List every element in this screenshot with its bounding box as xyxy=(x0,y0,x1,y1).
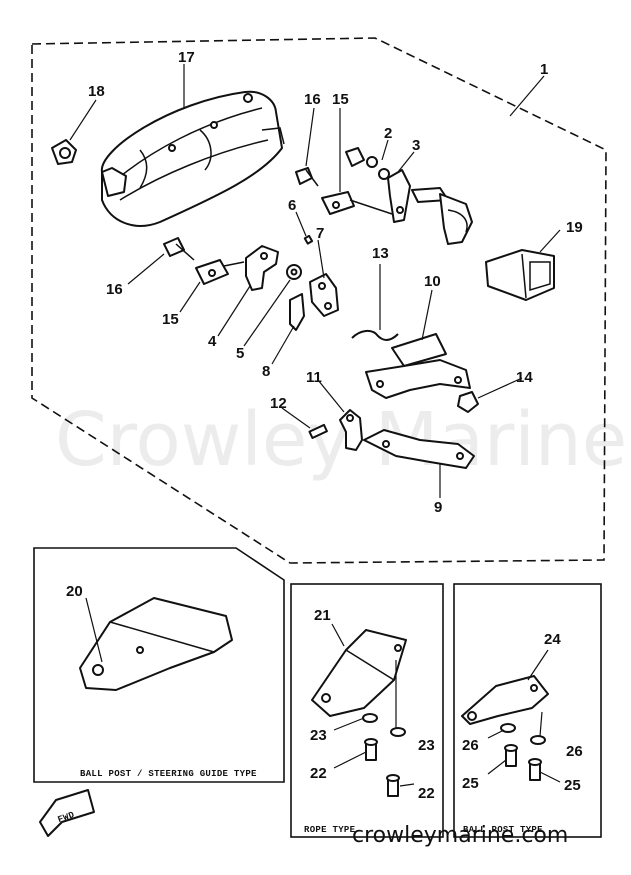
part-15-joint-upper xyxy=(321,191,393,215)
part-20-bracket xyxy=(79,597,233,691)
callout-25-right: 25 xyxy=(564,777,581,794)
callout-24: 24 xyxy=(544,631,561,648)
fwd-arrow-icon: FWD xyxy=(39,789,95,837)
callout-15-lower: 15 xyxy=(162,311,179,328)
part-7-lever xyxy=(309,273,339,317)
switch-cable-end xyxy=(411,187,473,245)
callout-11: 11 xyxy=(306,369,322,386)
callout-5: 5 xyxy=(236,345,244,362)
part-22-bolts-rope xyxy=(364,738,400,797)
part-23-washers-rope xyxy=(362,713,406,737)
leader-lines-rope xyxy=(331,623,415,787)
part-12-pin xyxy=(308,423,328,440)
callout-18: 18 xyxy=(88,83,105,100)
callout-23-right: 23 xyxy=(418,737,435,754)
part-17-housing xyxy=(100,90,285,227)
callout-8: 8 xyxy=(262,363,270,380)
part-16-clip-lower xyxy=(163,237,195,261)
caption-ball-post-steering: BALL POST / STEERING GUIDE TYPE xyxy=(80,769,257,779)
callout-7: 7 xyxy=(316,225,324,242)
callout-12: 12 xyxy=(270,395,287,412)
part-8-link xyxy=(289,293,305,331)
callout-numbers: 17 18 1 16 15 2 3 6 7 19 16 15 4 5 8 13 … xyxy=(66,49,583,802)
part-24-bracket xyxy=(461,675,549,725)
callout-26-left: 26 xyxy=(462,737,479,754)
part-18-grommet xyxy=(51,139,77,165)
box-ball-post-type xyxy=(453,583,602,838)
callout-20: 20 xyxy=(66,583,83,600)
callout-6: 6 xyxy=(288,197,296,214)
site-url: crowleymarine.com xyxy=(352,823,568,848)
part-19-connector xyxy=(485,249,555,301)
part-13-spring xyxy=(351,330,399,341)
callout-15-upper: 15 xyxy=(332,91,349,108)
part-14-nut xyxy=(457,391,479,413)
part-21-bracket xyxy=(311,629,407,717)
callout-26-right: 26 xyxy=(566,743,583,760)
watermark: Crowley Marine xyxy=(55,397,627,483)
part-11-lever xyxy=(339,409,363,451)
part-10-bracket xyxy=(365,333,471,399)
box-rope-type xyxy=(290,583,444,838)
part-9-plate xyxy=(363,429,475,469)
main-assembly-outline xyxy=(31,37,607,564)
callout-23-left: 23 xyxy=(310,727,327,744)
part-15-joint-lower xyxy=(195,259,245,285)
part-5-washer xyxy=(286,264,302,280)
callout-22-left: 22 xyxy=(310,765,327,782)
part-16-clip-upper xyxy=(295,167,319,187)
callout-4: 4 xyxy=(208,333,217,350)
callout-25-left: 25 xyxy=(462,775,479,792)
callout-14: 14 xyxy=(516,369,533,386)
part-26-washers-ball xyxy=(500,723,546,745)
part-4-lever xyxy=(245,245,279,291)
part-2-nut-washer xyxy=(345,147,390,180)
leader-lines-main xyxy=(69,64,561,498)
callout-9: 9 xyxy=(434,499,442,516)
box-ball-post-steering xyxy=(33,547,285,783)
callout-3: 3 xyxy=(412,137,420,154)
caption-rope-type: ROPE TYPE xyxy=(304,825,356,835)
part-3-lever xyxy=(387,169,411,223)
callout-22-right: 22 xyxy=(418,785,435,802)
callout-21: 21 xyxy=(314,607,331,624)
part-25-bolts-ball xyxy=(504,744,542,781)
part-6-pin xyxy=(303,234,314,245)
callout-1: 1 xyxy=(540,61,548,78)
callout-10: 10 xyxy=(424,273,441,290)
callout-17: 17 xyxy=(178,49,195,66)
callout-19: 19 xyxy=(566,219,583,236)
callout-2: 2 xyxy=(384,125,392,142)
callout-13: 13 xyxy=(372,245,389,262)
callout-16-upper: 16 xyxy=(304,91,321,108)
callout-16-lower: 16 xyxy=(106,281,123,298)
leader-lines-ball xyxy=(487,649,561,783)
caption-ball-post-type: BALL POST TYPE xyxy=(463,825,543,835)
